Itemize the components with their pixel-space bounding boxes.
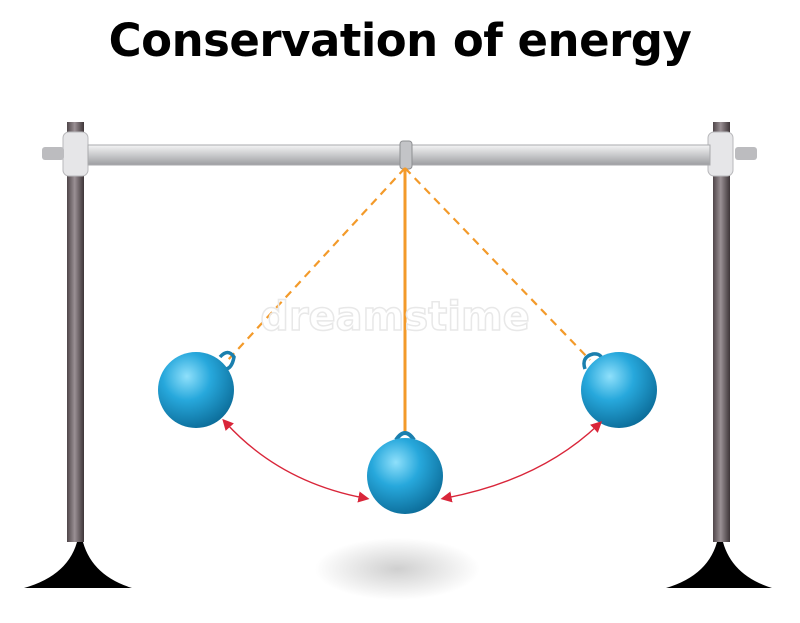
right-ball [581,352,657,428]
left-clamp [62,131,89,177]
diagram-title: Conservation of energy [108,14,692,67]
right-motion-arrow [440,421,603,503]
left-motion-arrow [222,418,370,503]
left-dashed-string [227,167,406,361]
right-dashed-string [404,167,591,361]
pivot-ring [399,140,413,170]
watermark: dreamstime [260,294,530,340]
left-post [67,122,84,542]
left-knob [42,147,64,160]
crossbar [87,144,711,166]
left-stand-base [24,538,132,588]
ground-shadow [315,538,480,600]
center-ball [367,431,443,514]
right-clamp [707,131,734,177]
left-stand [24,122,132,588]
right-stand [666,122,772,588]
right-knob [735,147,757,160]
right-post [713,122,730,542]
left-ball [158,350,236,428]
right-stand-base [666,538,772,588]
